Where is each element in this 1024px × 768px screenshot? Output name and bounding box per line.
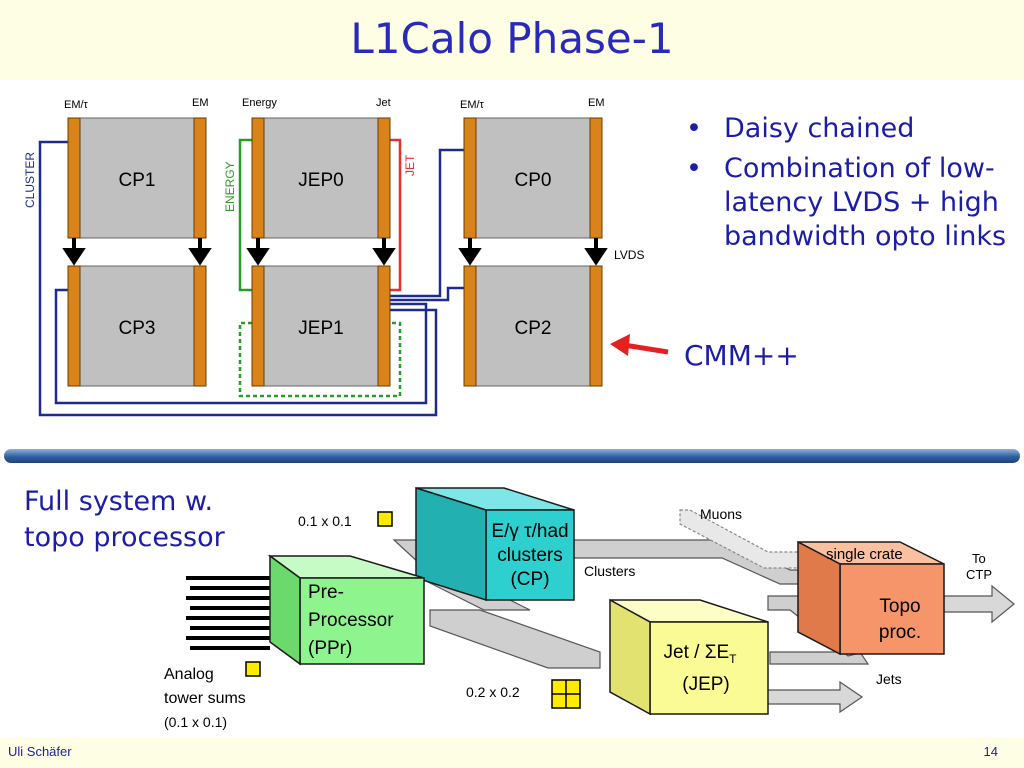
granularity-small-square <box>377 511 393 527</box>
granularity-large-square <box>551 679 581 709</box>
jep-box <box>609 598 769 716</box>
cp3-module <box>67 265 207 387</box>
jet-link-line <box>390 138 402 292</box>
analog-label-line1: Analog <box>164 666 214 683</box>
bullet-list: • Daisy chained • Combination of low-laten… <box>682 112 1017 260</box>
cluster-link-lines <box>38 140 464 417</box>
topo-box <box>797 540 945 656</box>
bullet-dot-icon: • <box>686 113 702 144</box>
cp3-label: CP3 <box>119 318 156 339</box>
jets-output-arrow <box>765 680 864 714</box>
jep1-dotted-outline <box>238 321 402 398</box>
cp1-label: CP1 <box>119 170 156 191</box>
lvds-label: LVDS <box>614 248 644 262</box>
ppr-label-line1: Pre- <box>308 582 344 603</box>
footer-author: Uli Schäfer <box>8 744 72 759</box>
ppr-label-line3: (PPr) <box>308 638 352 659</box>
cp2-label: CP2 <box>515 318 552 339</box>
top-label-em-tau-2: EM/τ <box>460 99 485 111</box>
jep-label-line1: Jet / ΣET <box>664 642 738 666</box>
title-bar <box>0 0 1024 80</box>
down-arrows <box>62 238 608 266</box>
jet-side-label: JET <box>403 154 417 176</box>
cmm-red-arrow <box>610 334 669 356</box>
jets-label: Jets <box>876 671 902 687</box>
single-crate-label: single crate <box>826 546 903 563</box>
slide-title: L1Calo Phase-1 <box>350 14 674 63</box>
top-label-jet: Jet <box>376 97 391 109</box>
clusters-label: Clusters <box>584 563 635 579</box>
ppr-box <box>267 554 425 666</box>
topo-label-line1: Topo <box>879 596 920 617</box>
analog-input-lines <box>186 576 270 650</box>
ppr-label-line2: Processor <box>308 610 394 631</box>
cmm-label: CMM++ <box>684 339 799 372</box>
energy-link-line <box>238 138 252 292</box>
jep0-module <box>251 117 391 239</box>
cp-label-line2: clusters <box>497 545 562 566</box>
ctp-output-arrow <box>943 584 1015 624</box>
cluster-side-label: CLUSTER <box>23 152 37 208</box>
jep0-label: JEP0 <box>298 170 343 191</box>
footer-page-number: 14 <box>983 744 998 759</box>
top-label-em-1: EM <box>192 97 209 109</box>
section-subtitle: Full system w. topo processor <box>24 484 225 556</box>
to-label: To <box>972 551 986 566</box>
muons-label: Muons <box>700 506 742 522</box>
granularity-01-label: 0.1 x 0.1 <box>298 513 352 529</box>
subtitle-line: Full system w. <box>24 486 214 517</box>
granularity-02-label: 0.2 x 0.2 <box>466 684 520 700</box>
cp-box <box>415 486 575 602</box>
bullet-item: • Combination of low-latency LVDS + high … <box>682 152 1017 254</box>
cp-label-line1: E/γ τ/had <box>491 521 568 542</box>
bullet-dot-icon: • <box>686 153 702 184</box>
subtitle-line: topo processor <box>24 522 225 553</box>
muons-pipe <box>679 509 801 569</box>
top-label-em-tau-1: EM/τ <box>64 99 89 111</box>
top-label-energy: Energy <box>242 97 277 109</box>
bullet-item: • Daisy chained <box>682 112 1017 146</box>
bullet-text: Combination of low-latency LVDS + high b… <box>724 153 1007 252</box>
cp0-label: CP0 <box>515 170 552 191</box>
footer-bar <box>0 738 1024 768</box>
analog-label-line3: (0.1 x 0.1) <box>164 714 227 730</box>
cp0-module <box>463 117 603 239</box>
cp-label-line3: (CP) <box>510 569 549 590</box>
jep1-label: JEP1 <box>298 318 343 339</box>
top-label-em-2: EM <box>588 97 605 109</box>
cp2-module <box>463 265 603 387</box>
analog-square <box>245 661 261 677</box>
jep-label-line2: (JEP) <box>682 674 730 695</box>
bullet-text: Daisy chained <box>724 113 915 144</box>
topo-label-line2: proc. <box>879 622 921 643</box>
energy-side-label: ENERGY <box>223 161 237 212</box>
ctp-label: CTP <box>966 567 992 582</box>
section-separator <box>4 449 1020 463</box>
jep1-module <box>251 265 391 387</box>
analog-label-line2: tower sums <box>164 690 246 707</box>
